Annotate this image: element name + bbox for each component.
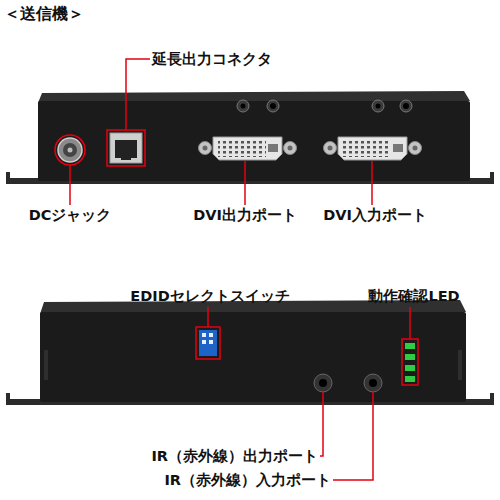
callout-label: DVI入力ポート xyxy=(323,206,427,224)
leader-lines xyxy=(55,59,372,205)
callout-label: 動作確認LED xyxy=(368,287,459,305)
callout-label: DVI出力ポート xyxy=(193,206,297,224)
transmitter-rear xyxy=(6,300,494,405)
transmitter-front xyxy=(6,91,494,184)
callout-label: 延長出力コネクタ xyxy=(152,50,272,68)
callout-label: IR（赤外線）出力ポート xyxy=(151,447,318,465)
title: ＜送信機＞ xyxy=(4,4,84,24)
callout-label: DCジャック xyxy=(29,206,112,224)
callout-label: IR（赤外線）入力ポート xyxy=(164,471,331,489)
callout-label: EDIDセレクトスイッチ xyxy=(130,287,289,305)
